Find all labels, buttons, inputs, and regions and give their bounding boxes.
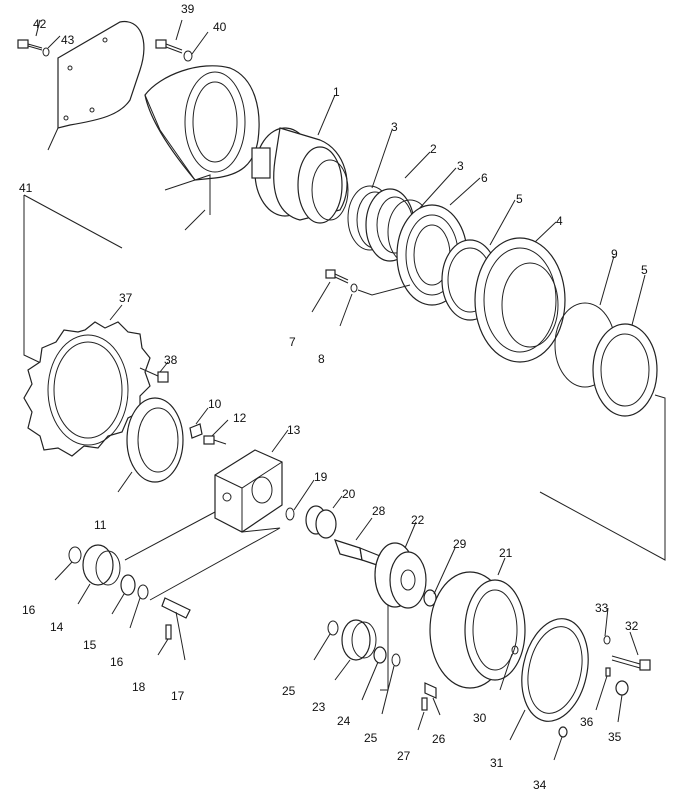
callout-2: 2: [430, 142, 437, 156]
bearing-5b: [539, 274, 666, 561]
callout-12: 12: [233, 411, 247, 425]
leader-41: [23, 194, 123, 366]
callout-37: 37: [119, 291, 133, 305]
gear-23: [334, 619, 377, 681]
callout-9: 9: [611, 247, 618, 261]
needle-bearing-15: [111, 574, 136, 615]
washer-19: [285, 479, 315, 521]
callout-25: 25: [282, 684, 296, 698]
cover-plate: [47, 21, 145, 151]
callout-16: 16: [22, 603, 36, 617]
callout-5b: 5: [641, 263, 648, 277]
ring-gear-21: [429, 557, 526, 689]
callout-28: 28: [372, 504, 386, 518]
plug-34: [553, 726, 568, 761]
washer-25b: [381, 653, 401, 715]
callout-5: 5: [516, 192, 523, 206]
bolt-32: [611, 631, 651, 671]
cover-31: [509, 618, 589, 741]
callout-38: 38: [164, 353, 178, 367]
callout-7: 7: [289, 335, 296, 349]
callout-6: 6: [481, 171, 488, 185]
gear-20: [305, 495, 343, 539]
callout-3b: 3: [457, 159, 464, 173]
callout-8: 8: [318, 352, 325, 366]
pin-18: [157, 624, 172, 656]
carrier-13: [124, 429, 289, 601]
callout-35: 35: [608, 730, 622, 744]
callout-40: 40: [213, 20, 227, 34]
pin-36: [595, 667, 611, 711]
callout-26: 26: [432, 732, 446, 746]
callout-24: 24: [337, 714, 351, 728]
callout-1: 1: [333, 85, 340, 99]
callout-27: 27: [397, 749, 411, 763]
callout-13: 13: [287, 423, 301, 437]
thrust-washer-16b: [129, 584, 149, 629]
callout-43: 43: [61, 33, 75, 47]
callout-17: 17: [171, 689, 185, 703]
callout-30: 30: [473, 711, 487, 725]
thrust-washer-16: [54, 546, 82, 581]
bearing-24: [361, 646, 387, 701]
bolt-38: [139, 361, 169, 383]
callout-21: 21: [499, 546, 513, 560]
callout-32: 32: [625, 619, 639, 633]
plug-30: [499, 645, 519, 691]
callout-25b: 25: [364, 731, 378, 745]
bolt-7: [311, 269, 411, 327]
sprocket-37: [23, 304, 151, 457]
callout-39: 39: [181, 2, 195, 16]
callout-41: 41: [19, 181, 33, 195]
callout-3: 3: [391, 120, 398, 134]
callout-14: 14: [50, 620, 64, 634]
callout-29: 29: [453, 537, 467, 551]
lock-plate-10: [189, 407, 229, 445]
callout-19: 19: [314, 470, 328, 484]
bolt-42: [17, 19, 61, 57]
planet-gear-14: [77, 544, 121, 605]
sprocket-guard: [144, 65, 260, 231]
carrier-22: [374, 521, 427, 691]
callout-20: 20: [342, 487, 356, 501]
callout-34: 34: [533, 778, 547, 792]
callout-36: 36: [580, 715, 594, 729]
washer-25: [313, 620, 339, 661]
bolt-39: [155, 19, 209, 62]
callout-10: 10: [208, 397, 222, 411]
callout-33: 33: [595, 601, 609, 615]
shaft-28: [334, 517, 381, 567]
callout-15: 15: [83, 638, 97, 652]
callout-23: 23: [312, 700, 326, 714]
plate-26: [417, 682, 441, 731]
callout-4: 4: [556, 214, 563, 228]
travel-motor-1: [251, 94, 349, 224]
ring-housing-4: [474, 221, 566, 363]
callout-11: 11: [94, 518, 107, 532]
callout-42: 42: [33, 17, 47, 31]
nut-35: [615, 680, 629, 723]
callout-31: 31: [490, 756, 504, 770]
callout-22: 22: [411, 513, 425, 527]
callout-18: 18: [132, 680, 146, 694]
callout-labels: 42 43 39 40 1 3 2 3 6 5 4 9 5 41 7 8 37 …: [19, 2, 648, 792]
shaft-17: [161, 597, 191, 661]
washer-33: [603, 607, 611, 645]
seal-holder: [117, 397, 184, 493]
callout-16b: 16: [110, 655, 124, 669]
